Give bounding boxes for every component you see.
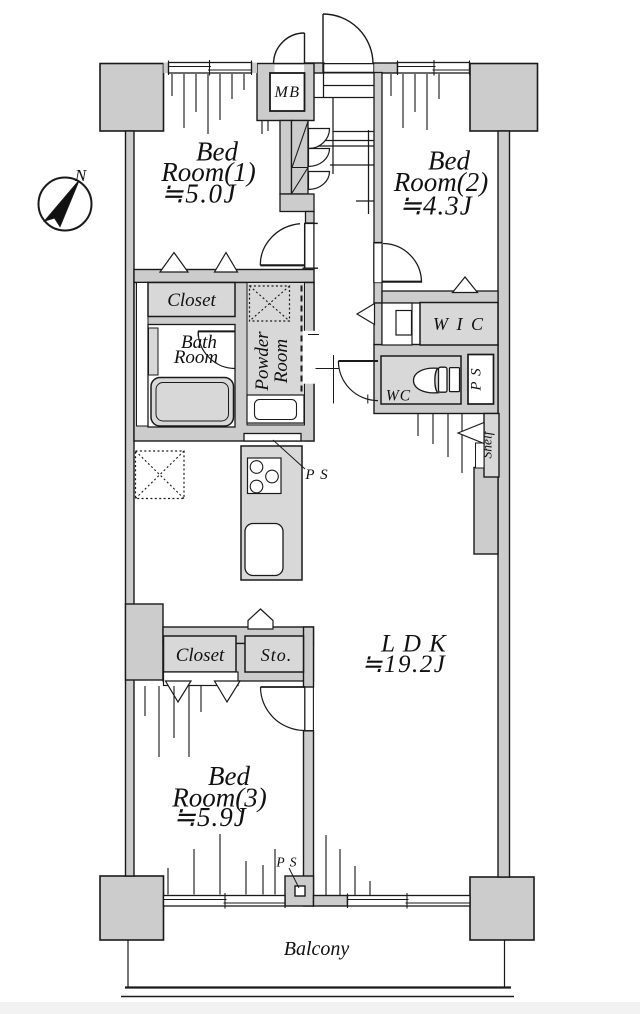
svg-text:Room(1): Room(1) [160,157,255,187]
svg-text:Balcony: Balcony [284,938,350,960]
svg-text:WC: WC [386,388,411,405]
svg-text:Bed: Bed [428,146,470,176]
svg-text:Closet: Closet [167,290,216,311]
svg-text:Room: Room [173,347,218,368]
svg-text:≒4.3J: ≒4.3J [399,191,473,221]
svg-text:Room(2): Room(2) [393,167,488,197]
svg-text:Bath: Bath [181,332,217,353]
svg-text:P S: P S [275,855,297,870]
svg-text:Bed: Bed [208,761,250,791]
svg-text:≒5.9J: ≒5.9J [173,802,247,832]
svg-text:P S: P S [304,467,328,483]
svg-text:Sto.: Sto. [261,645,293,665]
svg-text:MB: MB [273,84,300,101]
svg-text:≒5.0J: ≒5.0J [161,179,237,209]
svg-text:N: N [74,166,88,185]
svg-text:P S: P S [469,367,485,391]
svg-text:Room: Room [271,339,292,384]
svg-text:Room(3): Room(3) [171,783,266,813]
svg-text:Bed: Bed [196,137,238,167]
svg-text:L D K: L D K [380,631,447,658]
svg-text:W I C: W I C [433,314,485,334]
svg-text:Powder: Powder [252,331,273,392]
svg-text:Closet: Closet [176,645,225,666]
svg-text:≒19.2J: ≒19.2J [362,651,447,678]
